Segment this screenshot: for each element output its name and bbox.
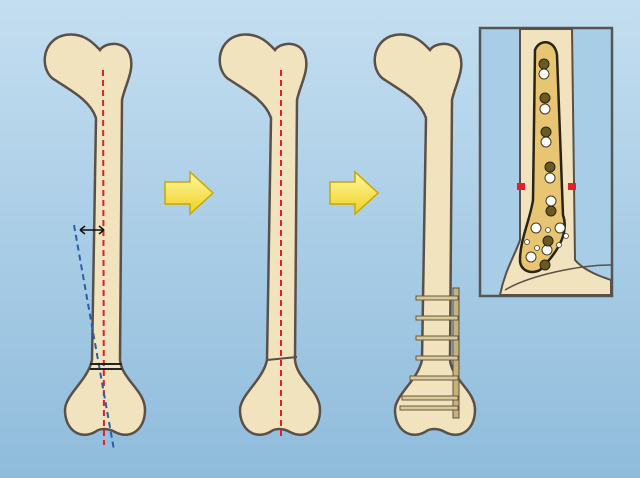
mechanical-axis-line (102, 69, 105, 446)
plated-femur (373, 33, 477, 437)
plate-detail-inset (478, 26, 614, 298)
deformed-axis-line (73, 224, 115, 451)
screws (399, 295, 459, 411)
osteotomy-marker-left (517, 183, 525, 190)
osteotomy-marker-right (568, 183, 576, 190)
arrow-right-icon (164, 170, 215, 216)
arrow-right-icon (329, 170, 380, 216)
plate-holes (524, 58, 569, 271)
deformed-femur (43, 33, 147, 451)
bone-plate (452, 287, 460, 419)
osteotomy-corrected-femur (218, 33, 322, 440)
